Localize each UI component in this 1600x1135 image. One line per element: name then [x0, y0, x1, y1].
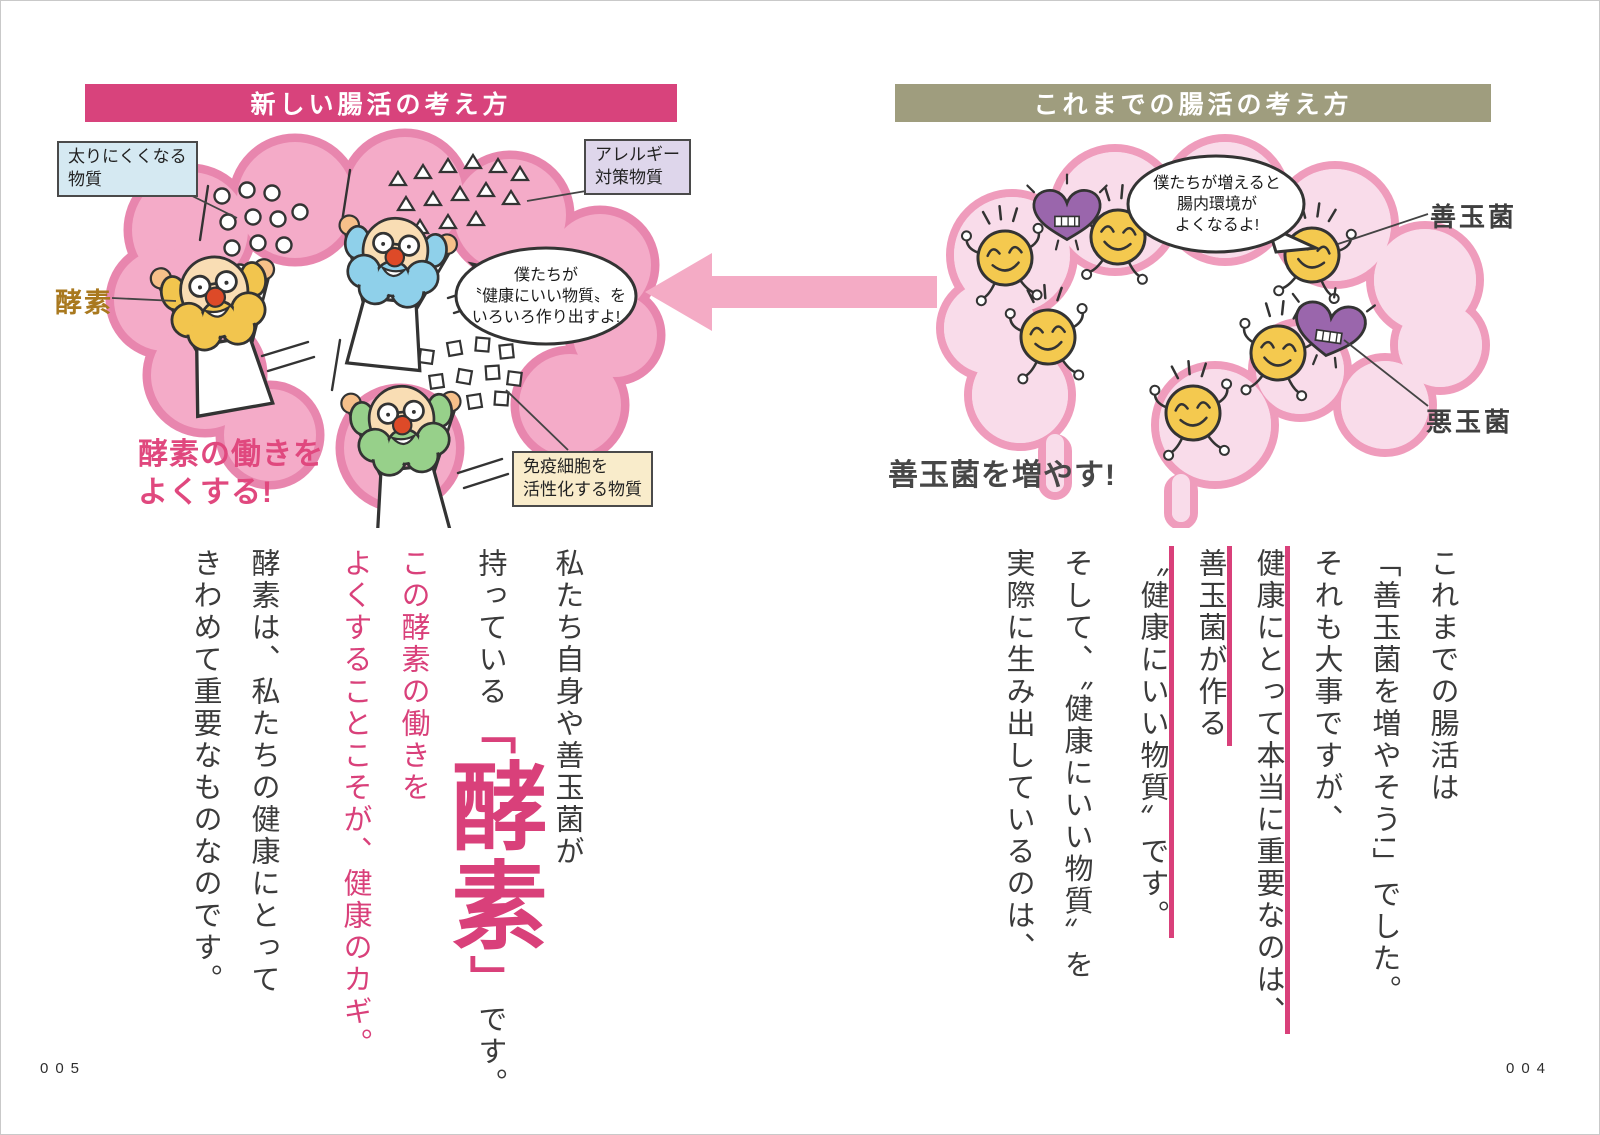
speech-bubble-right	[1126, 154, 1322, 254]
text-column-pink: この酵素の働きを	[397, 548, 429, 804]
intestine-illustration-old	[936, 134, 1490, 528]
text-column-emphasized: 健康にとって本当に重要なのは、	[1239, 546, 1297, 1034]
triangles-substance	[388, 152, 530, 235]
body-text-page-004: これまでの腸活は 「善玉菌を増やそう!」でした。 それも大事ですが、 健康にとっ…	[985, 546, 1471, 1113]
caption-increase-good-bacteria: 善玉菌を増やす!	[888, 459, 1116, 492]
text-column: それも大事ですが、	[1310, 548, 1342, 836]
page-number-004: 004	[1506, 1060, 1553, 1077]
body-text-page-005: 私たち自身や善玉菌が 持っている「酵素」です。 この酵素の働きを よくすることこ…	[128, 548, 596, 1113]
banner-new-approach: 新しい腸活の考え方	[85, 84, 677, 122]
speech-bubble-left-text: 僕たちが 〝健康にいい物質〟を いろいろ作り出すよ!	[448, 265, 644, 328]
bubble-right-line3: よくなるよ!	[1174, 217, 1260, 235]
text-column-emphasized: 〝健康にいい物質〟です。	[1123, 546, 1181, 938]
callout-allergy-substance: アレルギー 対策物質	[584, 139, 691, 195]
caption-improve-line1: 酵素の働きを	[138, 438, 324, 471]
text-column: 酵素は、私たちの健康にとって	[247, 548, 279, 996]
bubble-right-line1: 僕たちが増えると	[1153, 175, 1281, 192]
text-column: 私たち自身や善玉菌が	[551, 548, 583, 868]
text-column-with-big-word: 持っている「酵素」です。	[437, 548, 544, 1100]
big-bracket-open: 「	[464, 708, 516, 757]
callout-fat-line1: 太りにくくなる	[68, 147, 187, 166]
callout-fat-substance: 太りにくくなる 物質	[57, 141, 198, 197]
text-column: きわめて重要なものなのです。	[189, 548, 221, 996]
text-column: 実際に生み出しているのは、	[1002, 548, 1034, 964]
speech-bubble-left	[454, 246, 638, 346]
bubble-left-line2: 〝健康にいい物質〟を	[465, 288, 626, 306]
bubble-left-line1: 僕たちが	[513, 267, 578, 284]
enzyme-label: 酵素	[55, 288, 113, 318]
callout-fat-line2: 物質	[68, 169, 102, 189]
text-column: そして、〝健康にいい物質〟を	[1060, 548, 1092, 982]
speech-bubble-right-text: 僕たちが増えると 腸内環境が よくなるよ!	[1133, 173, 1301, 236]
text-run: 持っている	[474, 548, 506, 708]
bad-bacteria-label: 悪玉菌	[1426, 407, 1514, 437]
text-run: です。	[474, 1004, 506, 1100]
enzyme-big-word: 酵素	[437, 757, 544, 955]
callout-allergy-line1: アレルギー	[595, 145, 680, 164]
connector-lines-right	[1337, 213, 1429, 407]
bubble-left-line3: いろいろ作り出すよ!	[471, 309, 621, 327]
bubble-right-line2: 腸内環境が	[1176, 196, 1257, 214]
enzyme-character-blue	[325, 212, 459, 373]
text-column: これまでの腸活は	[1426, 548, 1458, 804]
callout-allergy-line2: 対策物質	[595, 167, 663, 187]
caption-improve-enzyme: 酵素の働きを よくする!	[138, 436, 324, 511]
callout-immune-line2: 活性化する物質	[523, 479, 642, 499]
page-number-005: 005	[40, 1060, 87, 1077]
arrow-right-to-left	[645, 253, 937, 331]
good-bacteria-label: 善玉菌	[1430, 202, 1518, 232]
callout-immune-substance: 免疫細胞を 活性化する物質	[512, 451, 653, 507]
text-column-pink: よくすることこそが、健康のカギ。	[339, 548, 371, 1060]
caption-improve-line2: よくする!	[138, 475, 273, 509]
big-bracket-close: 」	[464, 955, 516, 1004]
callout-immune-line1: 免疫細胞を	[523, 457, 608, 476]
text-column-emphasized: 善玉菌が作る	[1181, 546, 1239, 746]
intestine-illustration-new	[105, 128, 666, 528]
text-column: 「善玉菌を増やそう!」でした。	[1368, 548, 1400, 1008]
banner-old-approach: これまでの腸活の考え方	[895, 84, 1491, 122]
